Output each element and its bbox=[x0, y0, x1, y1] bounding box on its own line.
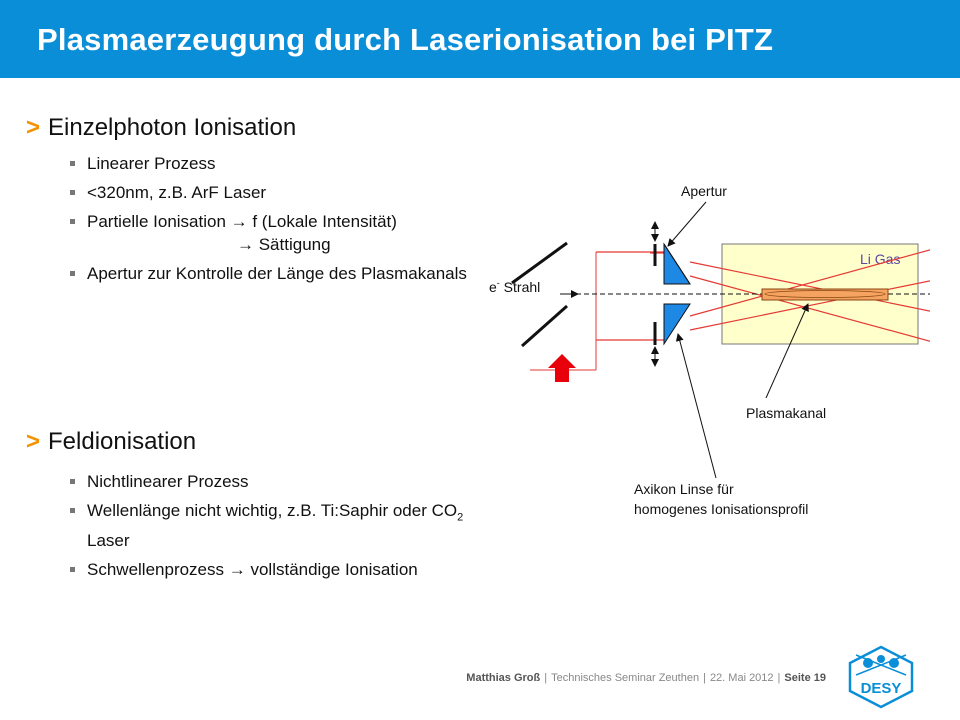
desy-logo-ray-2 bbox=[855, 654, 907, 676]
electron-beam-label: e- Strahl bbox=[489, 278, 540, 295]
bullet-continuation: → Sättigung bbox=[237, 235, 331, 254]
bullet-item: Schwellenprozess → vollständige Ionisati… bbox=[68, 558, 488, 581]
bullet-text: Partielle Ionisation → f (Lokale Intensi… bbox=[87, 212, 397, 231]
plasma-channel bbox=[761, 288, 889, 301]
desy-logo: DESY bbox=[848, 645, 914, 709]
bullet-item: Partielle Ionisation → f (Lokale Intensi… bbox=[68, 210, 488, 256]
laser-ray-upper-cross-2 bbox=[689, 275, 930, 342]
bullet-text: Wellenlänge nicht wichtig, z.B. Ti:Saphi… bbox=[87, 501, 458, 520]
desy-logo-dot-center bbox=[877, 655, 885, 663]
footer: Matthias Groß|Technisches Seminar Zeuthe… bbox=[0, 672, 826, 684]
bullet-list-einzelphoton: Linearer Prozess <320nm, z.B. ArF Laser … bbox=[68, 152, 488, 291]
laser-ray-lower-cross-1 bbox=[689, 280, 930, 331]
apertur-pointer bbox=[667, 201, 707, 247]
bullet-text: <320nm, z.B. ArF Laser bbox=[87, 183, 267, 202]
axicon-lens-upper-edge bbox=[663, 243, 691, 285]
section-marker: > bbox=[26, 428, 41, 455]
laser-ray-lower-cross-2 bbox=[689, 249, 930, 317]
plasma-core bbox=[764, 290, 886, 298]
bullet-list-feldionisation: Nichtlinearer Prozess Wellenlänge nicht … bbox=[68, 470, 488, 587]
bullet-item: <320nm, z.B. ArF Laser bbox=[68, 181, 488, 204]
laser-ionisation-diagram: Li Gas Apertur e- Strahl Plasmakanal Axi bbox=[489, 183, 930, 517]
plasmakanal-pointer bbox=[765, 303, 809, 399]
slide-title: Plasmaerzeugung durch Laserionisation be… bbox=[37, 22, 774, 57]
bullet-text: Apertur zur Kontrolle der Länge des Plas… bbox=[87, 264, 467, 283]
desy-logo-text: DESY bbox=[861, 680, 902, 697]
apertur-label: Apertur bbox=[681, 183, 727, 199]
footer-page-number: Seite 19 bbox=[784, 672, 826, 684]
li-gas-label: Li Gas bbox=[860, 251, 900, 267]
axikon-label-line2: homogenes Ionisationsprofil bbox=[634, 501, 808, 517]
bullet-text-tail: Laser bbox=[87, 531, 130, 551]
laser-rays bbox=[596, 249, 930, 342]
bullet-text: Linearer Prozess bbox=[87, 154, 216, 173]
axikon-label-line1: Axikon Linse für bbox=[634, 481, 734, 497]
bullet-text: Nichtlinearer Prozess bbox=[87, 472, 249, 491]
laser-input-arrow bbox=[548, 354, 576, 382]
bullet-text: Schwellenprozess → vollständige Ionisati… bbox=[87, 560, 418, 580]
bullet-item: Wellenlänge nicht wichtig, z.B. Ti:Saphi… bbox=[68, 499, 488, 552]
section-marker: > bbox=[26, 114, 41, 141]
axikon-pointer bbox=[675, 333, 717, 479]
desy-logo-hexagon bbox=[848, 645, 914, 709]
section-heading-einzelphoton: > Einzelphoton Ionisation bbox=[26, 114, 296, 142]
mirror-upper bbox=[511, 241, 568, 285]
bullet-item: Nichtlinearer Prozess bbox=[68, 470, 488, 493]
footer-date: 22. Mai 2012 bbox=[709, 672, 774, 684]
footer-separator: | bbox=[703, 672, 706, 684]
bullet-subscript: 2 bbox=[457, 511, 464, 524]
laser-ray-upper-cross-1 bbox=[689, 261, 930, 312]
footer-author: Matthias Groß bbox=[466, 672, 541, 684]
axicon-lens-lower bbox=[663, 303, 691, 346]
header-bar: Plasmaerzeugung durch Laserionisation be… bbox=[0, 0, 960, 78]
footer-separator: | bbox=[544, 672, 548, 684]
section-heading-text: Feldionisation bbox=[48, 428, 197, 455]
section-heading-feldionisation: > Feldionisation bbox=[26, 428, 196, 456]
section-heading-text: Einzelphoton Ionisation bbox=[48, 114, 297, 141]
bullet-item: Linearer Prozess bbox=[68, 152, 488, 175]
mirror-lower bbox=[521, 304, 568, 348]
plasmakanal-label: Plasmakanal bbox=[746, 405, 826, 421]
bullet-item: Apertur zur Kontrolle der Länge des Plas… bbox=[68, 262, 488, 285]
footer-separator: | bbox=[777, 672, 781, 684]
footer-event: Technisches Seminar Zeuthen bbox=[551, 672, 700, 684]
